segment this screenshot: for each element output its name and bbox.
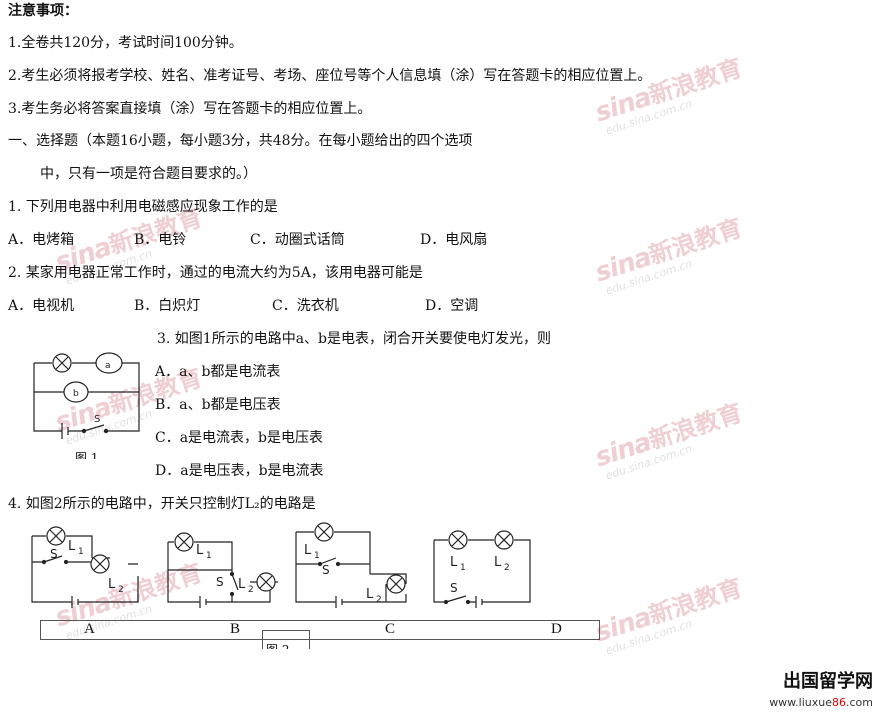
svg-text:S: S (216, 575, 224, 589)
q1-option-a: A．电烤箱 (8, 232, 75, 248)
circuit-a: S L 1 L 2 (31, 526, 139, 608)
circuit-b: L 1 S L 2 (167, 532, 278, 608)
q1-option-d: D．电风扇 (420, 232, 488, 248)
svg-text:1: 1 (314, 551, 320, 561)
question-4-stem: 4. 如图2所示的电路中，开关只控制灯L₂的电路是 (8, 496, 316, 512)
notice-item: 3.考生务必将答案直接填（涂）写在答题卡的相应位置上。 (8, 101, 372, 117)
svg-text:L: L (450, 555, 458, 570)
svg-text:2: 2 (376, 595, 382, 605)
svg-text:L: L (494, 555, 502, 570)
q3-option-d: D．a是电压表，b是电流表 (155, 463, 324, 479)
svg-text:S: S (322, 563, 330, 577)
meter-a-label: a (105, 361, 111, 371)
circuit-label-a: A (84, 621, 95, 637)
notice-item: 1.全卷共120分，考试时间100分钟。 (8, 35, 243, 51)
svg-text:1: 1 (460, 563, 466, 573)
svg-text:L: L (304, 543, 312, 558)
figure-1-caption: 图 1 (75, 451, 99, 459)
q1-option-c: C．动圈式话筒 (250, 232, 345, 248)
q3-option-b: B．a、b都是电压表 (155, 397, 281, 413)
svg-text:L: L (108, 577, 116, 592)
svg-text:L: L (238, 577, 246, 592)
circuit-d: L 1 L 2 S (433, 530, 531, 608)
svg-text:L: L (68, 539, 76, 554)
circuit-label-d: D (551, 621, 562, 637)
q3-option-c: C．a是电流表，b是电压表 (155, 430, 324, 446)
q3-option-a: A．a、b都是电流表 (155, 364, 281, 380)
circuit-label-row (40, 620, 600, 640)
q2-option-b: B．白炽灯 (134, 298, 201, 314)
figure-2-caption: 图 2 (266, 641, 289, 649)
circuit-c: L 1 S L 2 (295, 522, 407, 608)
site-brand: 出国留学网 (783, 671, 873, 692)
svg-text:2: 2 (118, 585, 124, 595)
figure-2-caption-box (262, 630, 310, 649)
section-heading-cont: 中，只有一项是符合题目要求的。） (40, 166, 257, 182)
question-3-stem: 3. 如图1所示的电路中a、b是电表，闭合开关要使电灯发光，则 (157, 331, 552, 347)
svg-text:S: S (450, 581, 458, 595)
svg-text:L: L (196, 543, 204, 558)
question-2-stem: 2. 某家用电器正常工作时，通过的电流大约为5A，该用电器可能是 (8, 265, 423, 281)
q1-option-b: B．电铃 (134, 232, 187, 248)
circuit-label-b: B (230, 621, 241, 637)
svg-text:1: 1 (206, 551, 212, 561)
q2-option-d: D．空调 (425, 298, 479, 314)
section-heading: 一、选择题（本题16小题，每小题3分，共48分。在每小题给出的四个选项 (8, 133, 473, 149)
svg-text:L: L (366, 587, 374, 602)
notice-title: 注意事项： (8, 3, 78, 19)
switch-label: S (94, 414, 100, 425)
svg-text:1: 1 (78, 547, 84, 557)
svg-text:2: 2 (248, 585, 254, 595)
notice-item: 2.考生必须将报考学校、姓名、准考证号、考场、座位号等个人信息填（涂）写在答题卡… (8, 68, 652, 84)
question-1-stem: 1. 下列用电器中利用电磁感应现象工作的是 (8, 199, 278, 215)
q2-option-a: A．电视机 (8, 298, 75, 314)
circuit-label-c: C (385, 621, 396, 637)
svg-text:S: S (50, 547, 58, 561)
figure-2-circuits: S L 1 L 2 L 1 S L 2 L 1 S L 2 L 1 (31, 522, 531, 608)
figure-1-circuit: a b S (33, 352, 140, 439)
site-url[interactable]: www.liuxue86.com (769, 696, 873, 709)
q2-option-c: C．洗衣机 (272, 298, 339, 314)
svg-text:2: 2 (504, 563, 510, 573)
meter-b-label: b (73, 389, 79, 399)
